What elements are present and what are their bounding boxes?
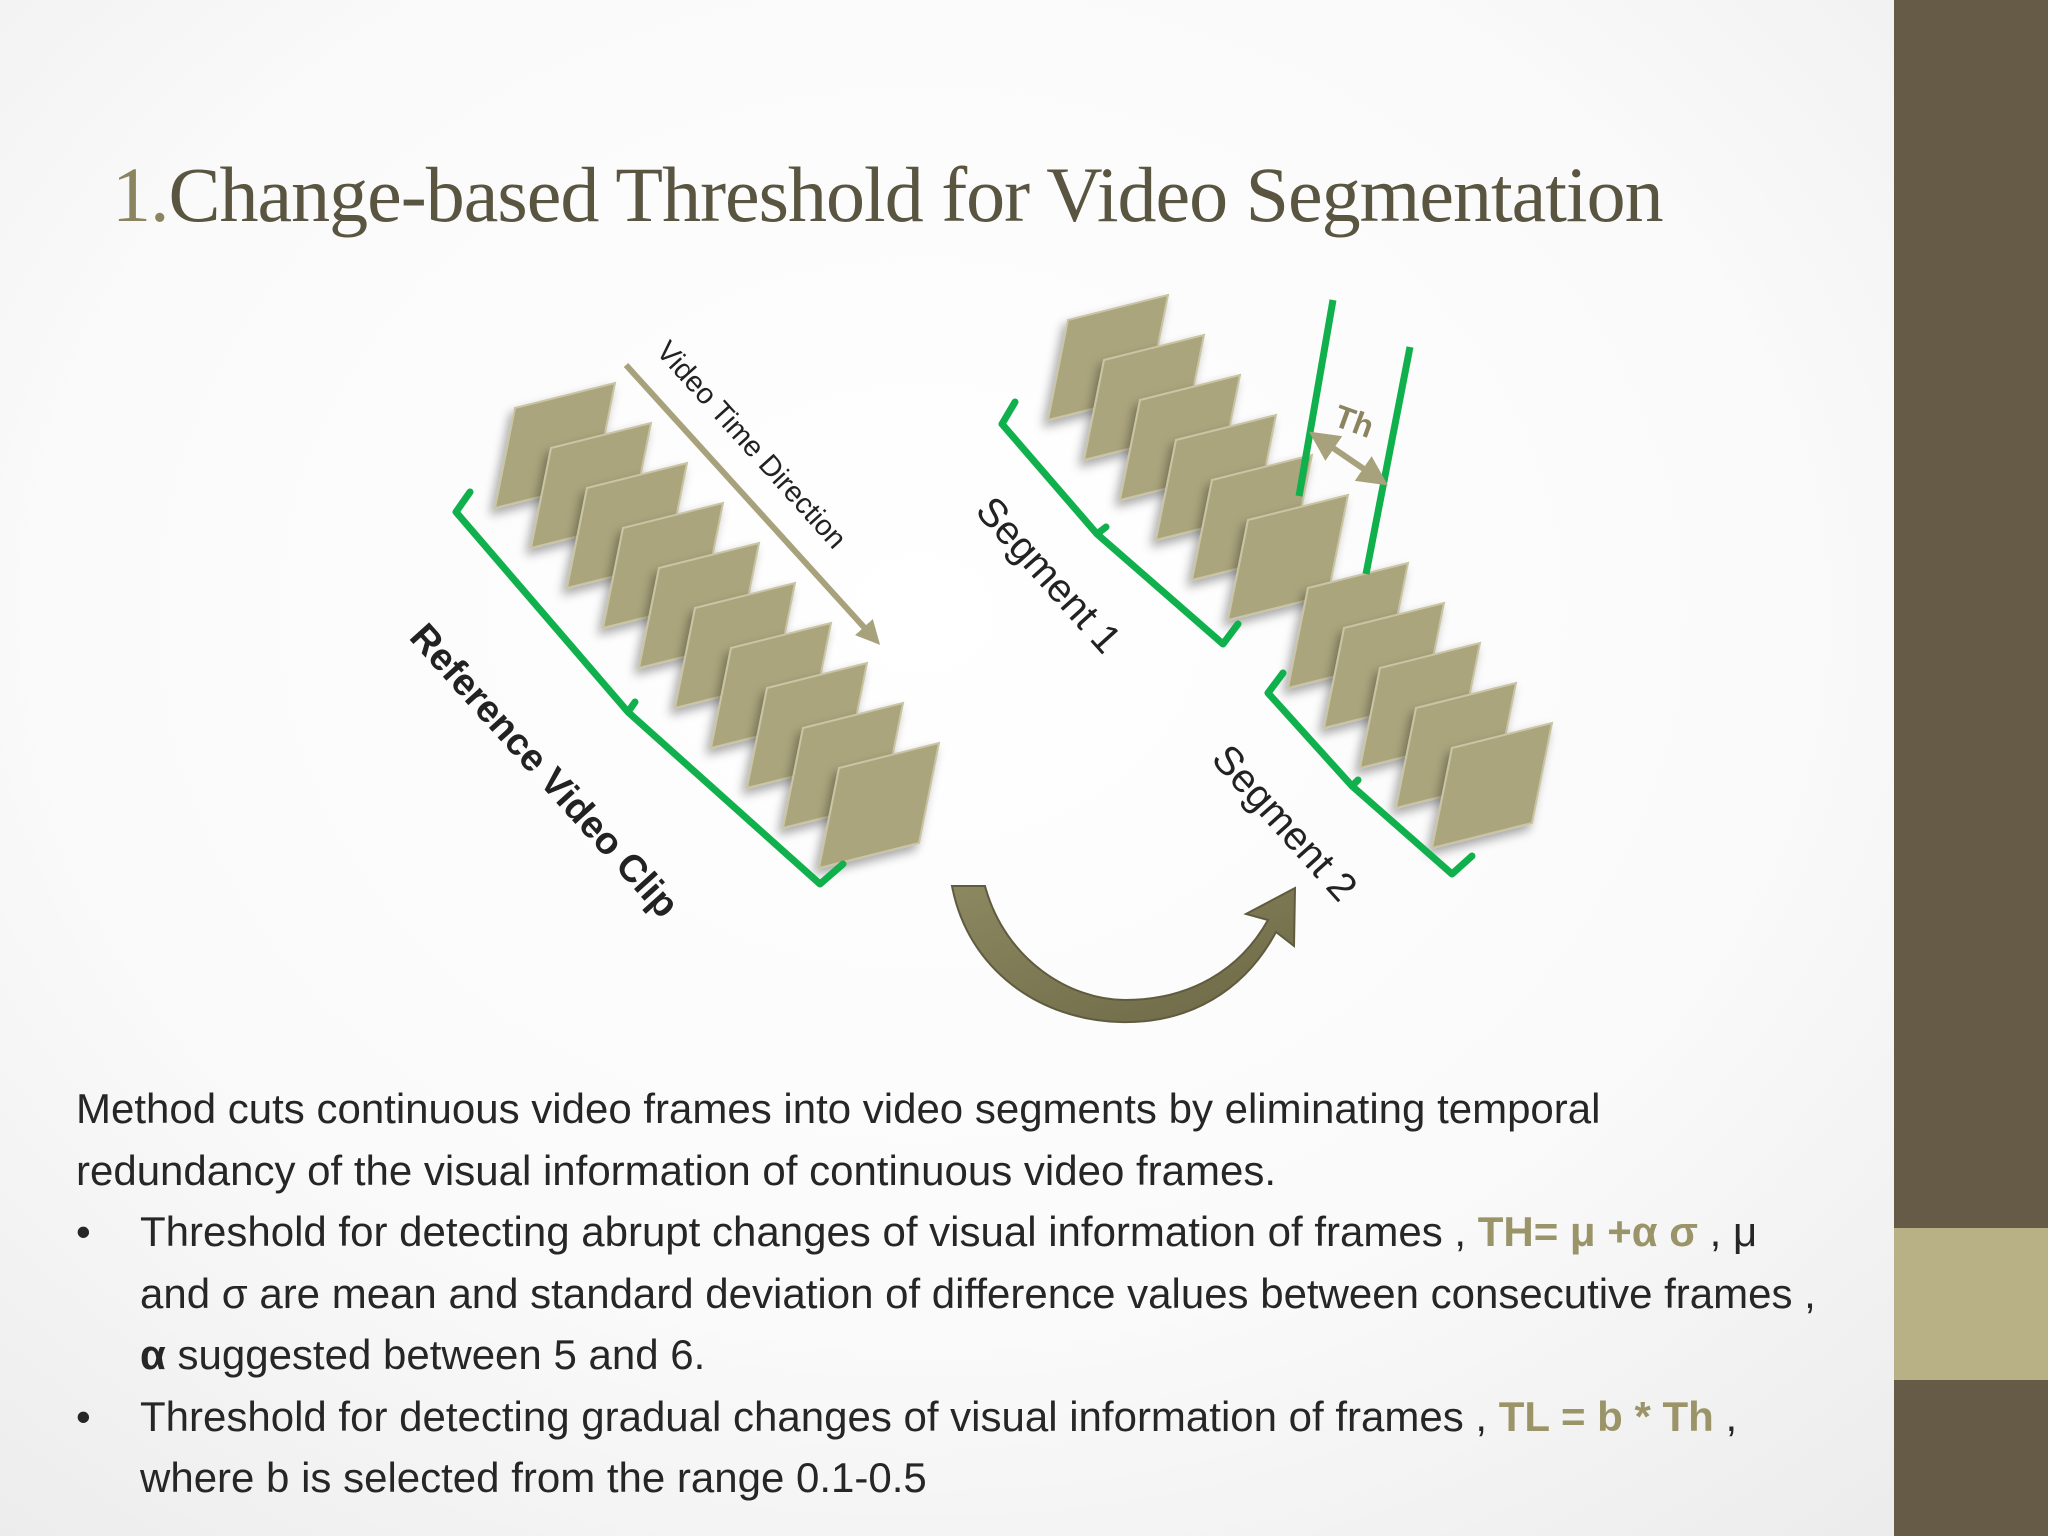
- threshold-label: Th: [1330, 398, 1379, 445]
- sidebar-accent-middle: [1894, 1228, 2048, 1380]
- reference-frames: [493, 381, 941, 870]
- description-text: Method cuts continuous video frames into…: [76, 1078, 1816, 1509]
- segment2-bracket: [1264, 669, 1476, 878]
- th-formula: TH= μ +α σ: [1477, 1208, 1699, 1255]
- bullet-gradual-threshold: Threshold for detecting gradual changes …: [76, 1386, 1816, 1509]
- bullet1-text-start: Threshold for detecting abrupt changes o…: [140, 1208, 1478, 1255]
- threshold-line-right: [1362, 346, 1414, 575]
- segment2-frame-5: [1430, 721, 1554, 850]
- transition-curved-arrow: [950, 885, 1297, 1024]
- tl-formula: TL = b * Th: [1498, 1392, 1714, 1440]
- time-direction-arrow: [623, 362, 881, 645]
- segment2-frames: [1286, 561, 1554, 850]
- intro-paragraph: Method cuts continuous video frames into…: [76, 1085, 1601, 1194]
- title-text: Change-based Threshold for Video Segment…: [168, 151, 1664, 238]
- reference-bracket: [452, 488, 847, 888]
- bullet2-text-end: , where b is selected from the range 0.1…: [140, 1392, 1738, 1502]
- bullet-list: Threshold for detecting abrupt changes o…: [76, 1201, 1816, 1509]
- threshold-double-arrow: [1309, 431, 1388, 486]
- bullet1-text-mid: , μ and σ are mean and standard deviatio…: [140, 1208, 1816, 1317]
- bullet-abrupt-threshold: Threshold for detecting abrupt changes o…: [76, 1201, 1816, 1386]
- page-title: 1.Change-based Threshold for Video Segme…: [112, 150, 1872, 240]
- segment1-bracket: [998, 398, 1242, 648]
- threshold-line-left: [1295, 299, 1337, 497]
- bullet1-text-end: suggested between 5 and 6.: [165, 1331, 706, 1378]
- segmentation-diagram: Video Time Direction Reference Video Cli…: [401, 293, 1554, 1024]
- bullet2-text-start: Threshold for detecting gradual changes …: [140, 1392, 1499, 1440]
- sidebar-accent-top: [1894, 0, 2048, 1228]
- segment1-label: Segment 1: [967, 489, 1129, 662]
- sidebar-accent-bottom: [1894, 1380, 2048, 1536]
- segment2-label: Segment 2: [1203, 737, 1365, 910]
- reference-frame-10: [817, 741, 941, 870]
- title-number: 1.: [112, 151, 169, 238]
- alpha-symbol: α: [140, 1331, 166, 1378]
